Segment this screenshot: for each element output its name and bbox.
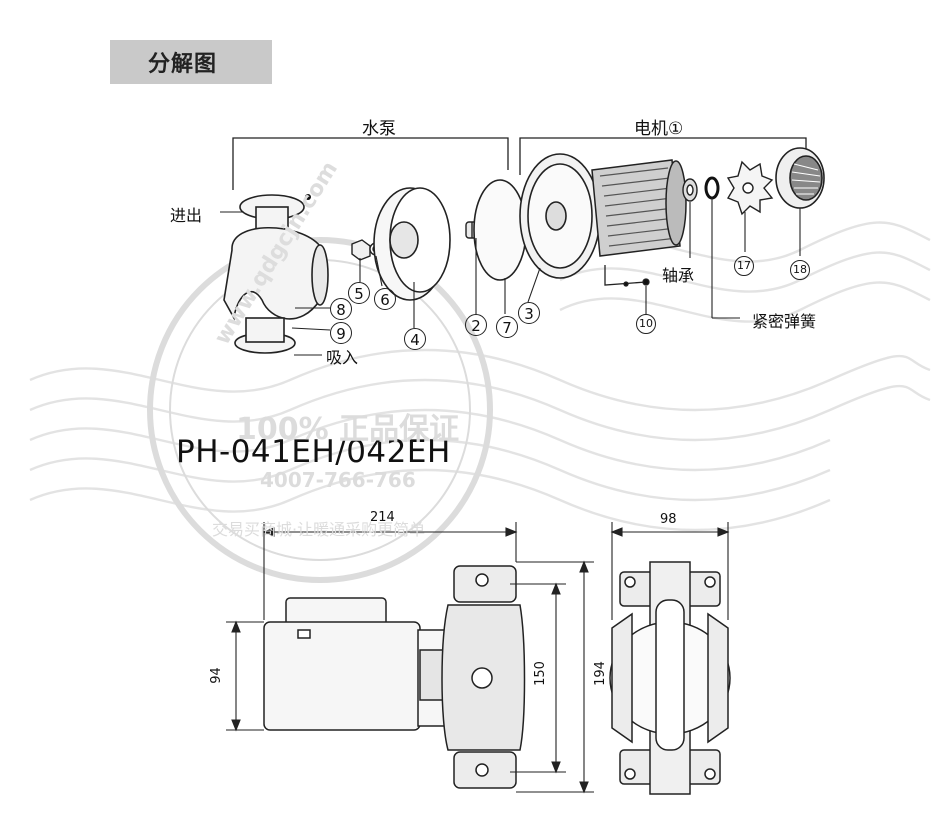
callout-3: 3 (518, 302, 540, 324)
label-bearing: 轴承 (662, 266, 695, 285)
cooling-fan (726, 160, 774, 216)
leader-lines (220, 198, 801, 356)
motor-front-plate (519, 153, 601, 279)
watermark-guarantee: 100% 正品保证 (236, 412, 460, 447)
model-name: PH-041EH/042EH (176, 434, 451, 470)
section-tag (110, 40, 272, 84)
label-suction: 吸入 (326, 348, 359, 367)
callout-2: 2 (465, 314, 487, 336)
dim-height-motor: 94 (208, 667, 224, 684)
gasket (473, 179, 527, 281)
dim-length: 214 (370, 510, 395, 525)
side-view (263, 565, 526, 789)
label-seal-spring: 紧密弹簧 (752, 312, 817, 331)
bolt-dot (305, 194, 311, 200)
pump-group-label: 水泵 (362, 119, 396, 139)
callout-9: 9 (330, 322, 352, 344)
motor-body (591, 159, 687, 257)
cable-connector (604, 265, 650, 287)
dim-width: 98 (660, 512, 677, 527)
dimension-lines (226, 522, 730, 794)
pump-casing (223, 194, 329, 354)
label-inout: 进出 (170, 206, 203, 225)
callout-10: 10 (636, 314, 656, 334)
seal-spring (704, 176, 720, 200)
bearing (682, 178, 698, 202)
motor-group-label: 电机① (634, 119, 684, 139)
callout-8: 8 (330, 298, 352, 320)
callout-6: 6 (374, 288, 396, 310)
callout-7: 7 (496, 316, 518, 338)
callout-17: 17 (734, 256, 754, 276)
group-brackets (232, 137, 807, 190)
callout-4: 4 (404, 328, 426, 350)
dim-height-total: 194 (592, 661, 608, 686)
callout-18: 18 (790, 260, 810, 280)
section-title: 分解图 (148, 52, 218, 77)
watermark-phone: 4007-766-766 (260, 468, 416, 492)
callout-5: 5 (348, 282, 370, 304)
impeller-cover (373, 187, 451, 301)
watermark-slogan: 交易买商城·让暖通采购更简单 (212, 520, 426, 539)
fan-cover (775, 147, 825, 209)
front-view (609, 561, 731, 795)
dim-height-flange: 150 (532, 661, 548, 686)
